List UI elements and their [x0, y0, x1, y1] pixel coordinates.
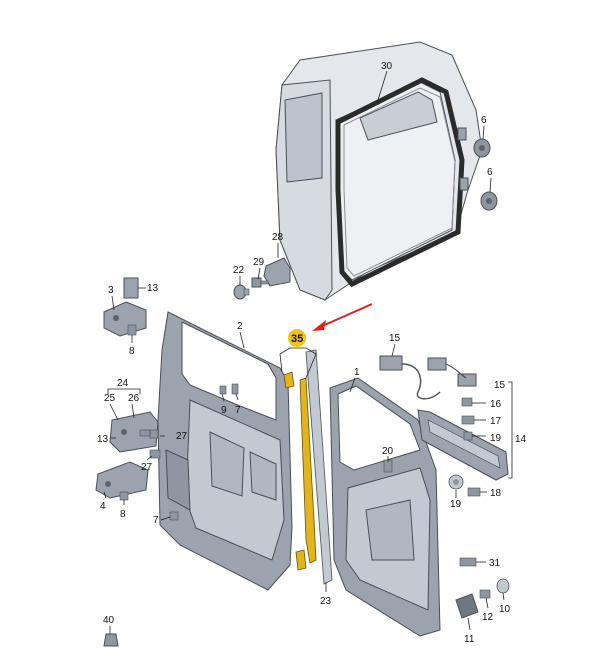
callout-13-middle: 13 — [97, 434, 109, 445]
callout-6-lower: 6 — [487, 167, 493, 178]
callout-16: 16 — [490, 399, 502, 410]
van-rear-glass — [359, 91, 438, 141]
callout-27-upper: 27 — [176, 431, 188, 442]
body-hinge-upper — [457, 127, 467, 141]
screw-7a — [231, 383, 239, 395]
pin-40 — [103, 633, 119, 647]
callout-11: 11 — [464, 634, 475, 645]
callout-40: 40 — [103, 615, 115, 626]
left-door-cutout-b — [249, 451, 277, 501]
left-door-window — [181, 321, 277, 421]
door-bumper-upper — [473, 138, 491, 158]
right-door-window — [337, 385, 421, 471]
callout-20: 20 — [382, 446, 394, 457]
callout-12: 12 — [482, 612, 494, 623]
hinge-middle-assembly — [109, 411, 161, 459]
wiring-harness — [379, 355, 477, 400]
right-rear-door — [329, 377, 441, 637]
callout-15-top: 15 — [389, 333, 401, 344]
callout-9: 9 — [221, 405, 227, 416]
right-door-cutout — [365, 499, 415, 561]
callout-30: 30 — [381, 61, 393, 72]
trim-strip-short — [283, 371, 295, 389]
callout-8-upper: 8 — [129, 346, 135, 357]
bolt-31 — [459, 557, 477, 567]
trim-strip-foot — [295, 549, 307, 571]
hex-bolt-29 — [251, 277, 269, 288]
callout-19-lower: 19 — [450, 499, 462, 510]
left-door-cutout-a — [209, 431, 245, 497]
callout-18: 18 — [490, 488, 502, 499]
callout-1: 1 — [354, 367, 360, 378]
third-brake-light — [417, 409, 509, 481]
callout-15-side: 15 — [494, 380, 506, 391]
left-rear-door — [157, 311, 293, 591]
callout-31: 31 — [489, 558, 501, 569]
hinge-upper-assembly — [103, 277, 147, 337]
callout-10: 10 — [499, 604, 511, 615]
callout-22: 22 — [233, 265, 245, 276]
callout-28: 28 — [272, 232, 284, 243]
clip-16 — [461, 397, 473, 407]
callout-4: 4 — [100, 501, 106, 512]
cap-10 — [496, 578, 510, 594]
van-side-window — [284, 92, 323, 183]
hinge-lower-assembly — [95, 461, 149, 501]
screw-12 — [479, 589, 491, 599]
red-indicator-arrow — [312, 303, 373, 331]
callout-13-upper: 13 — [147, 283, 159, 294]
callout-24: 24 — [117, 378, 129, 389]
callout-14: 14 — [515, 434, 527, 445]
callout-3: 3 — [108, 285, 114, 296]
grommet-19 — [448, 474, 464, 490]
door-seal-inner-line — [343, 87, 456, 277]
callout-6-upper: 6 — [481, 115, 487, 126]
door-seal-strip-23 — [305, 349, 333, 585]
callout-23: 23 — [320, 596, 332, 607]
callout-29: 29 — [253, 257, 265, 268]
screw-7b — [169, 511, 179, 521]
cap-22 — [233, 284, 250, 300]
callout-2: 2 — [237, 321, 243, 332]
callout-25: 25 — [104, 393, 116, 404]
screw-18 — [467, 487, 481, 497]
body-hinge-lower — [459, 177, 469, 191]
callout-27-lower: 27 — [141, 462, 153, 473]
clip-17 — [461, 415, 475, 425]
callout-labels: 30 6 6 28 29 22 3 13 8 2 35 15 1 24 25 2… — [97, 61, 527, 645]
lock-11 — [455, 593, 479, 619]
callout-7-upper: 7 — [235, 405, 241, 416]
highlight-badge-35 — [288, 329, 306, 347]
left-door-lower-panel — [165, 449, 191, 511]
screw-9 — [219, 385, 227, 395]
door-stop-bracket — [263, 257, 291, 287]
callout-7-lower: 7 — [153, 515, 159, 526]
callout-17: 17 — [490, 416, 502, 427]
van-body — [275, 41, 483, 301]
callout-26: 26 — [128, 393, 140, 404]
callout-8-lower: 8 — [120, 509, 126, 520]
door-bumper-lower — [480, 191, 498, 211]
callout-35: 35 — [291, 333, 303, 345]
door-seal-rear — [335, 77, 465, 288]
screw-27 — [149, 429, 159, 439]
clip-19 — [463, 431, 473, 441]
callout-19-side: 19 — [490, 433, 502, 444]
leader-lines — [103, 70, 513, 634]
